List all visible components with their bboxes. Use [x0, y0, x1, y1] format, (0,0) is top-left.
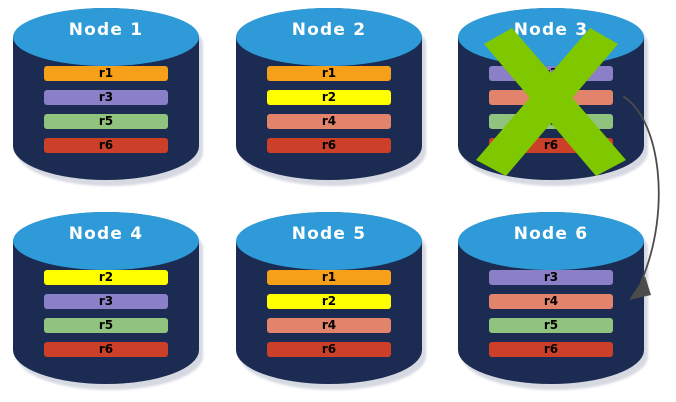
record-bar[interactable]: r6 [267, 138, 391, 153]
record-bar[interactable]: r4 [489, 294, 613, 309]
node-top-disc [236, 8, 422, 66]
node-3[interactable]: Node 3 r3 r4 r5 r6 [458, 8, 648, 186]
node-record-list: r2 r3 r5 r6 [13, 270, 199, 366]
record-bar[interactable]: r5 [44, 318, 168, 333]
record-bar[interactable]: r6 [44, 342, 168, 357]
node-top-disc [13, 8, 199, 66]
record-bar[interactable]: r2 [44, 270, 168, 285]
record-bar[interactable]: r5 [44, 114, 168, 129]
record-bar[interactable]: r6 [489, 138, 613, 153]
node-top-disc [458, 212, 644, 270]
record-bar[interactable]: r3 [489, 66, 613, 81]
node-record-list: r3 r4 r5 r6 [458, 270, 644, 366]
node-1[interactable]: Node 1 r1 r3 r5 r6 [13, 8, 203, 186]
node-record-list: r1 r2 r4 r6 [236, 66, 422, 162]
record-bar[interactable]: r2 [267, 294, 391, 309]
node-top-disc [236, 212, 422, 270]
record-bar[interactable]: r4 [489, 90, 613, 105]
node-4[interactable]: Node 4 r2 r3 r5 r6 [13, 212, 203, 390]
record-bar[interactable]: r3 [44, 294, 168, 309]
node-title: Node 1 [68, 20, 144, 40]
record-bar[interactable]: r1 [267, 270, 391, 285]
node-title: Node 2 [291, 20, 367, 40]
node-record-list: r1 r3 r5 r6 [13, 66, 199, 162]
node-5[interactable]: Node 5 r1 r2 r4 r6 [236, 212, 426, 390]
record-bar[interactable]: r3 [489, 270, 613, 285]
node-record-list: r3 r4 r5 r6 [458, 66, 644, 162]
record-bar[interactable]: r6 [267, 342, 391, 357]
node-top-disc [13, 212, 199, 270]
record-bar[interactable]: r5 [489, 318, 613, 333]
record-bar[interactable]: r1 [267, 66, 391, 81]
node-title: Node 3 [513, 20, 589, 40]
record-bar[interactable]: r6 [44, 138, 168, 153]
record-bar[interactable]: r5 [489, 114, 613, 129]
record-bar[interactable]: r2 [267, 90, 391, 105]
record-bar[interactable]: r1 [44, 66, 168, 81]
node-record-list: r1 r2 r4 r6 [236, 270, 422, 366]
record-bar[interactable]: r6 [489, 342, 613, 357]
node-2[interactable]: Node 2 r1 r2 r4 r6 [236, 8, 426, 186]
node-6[interactable]: Node 6 r3 r4 r5 r6 [458, 212, 648, 390]
node-title: Node 6 [513, 224, 589, 244]
record-bar[interactable]: r3 [44, 90, 168, 105]
node-title: Node 4 [68, 224, 144, 244]
record-bar[interactable]: r4 [267, 114, 391, 129]
record-bar[interactable]: r4 [267, 318, 391, 333]
node-title: Node 5 [291, 224, 367, 244]
